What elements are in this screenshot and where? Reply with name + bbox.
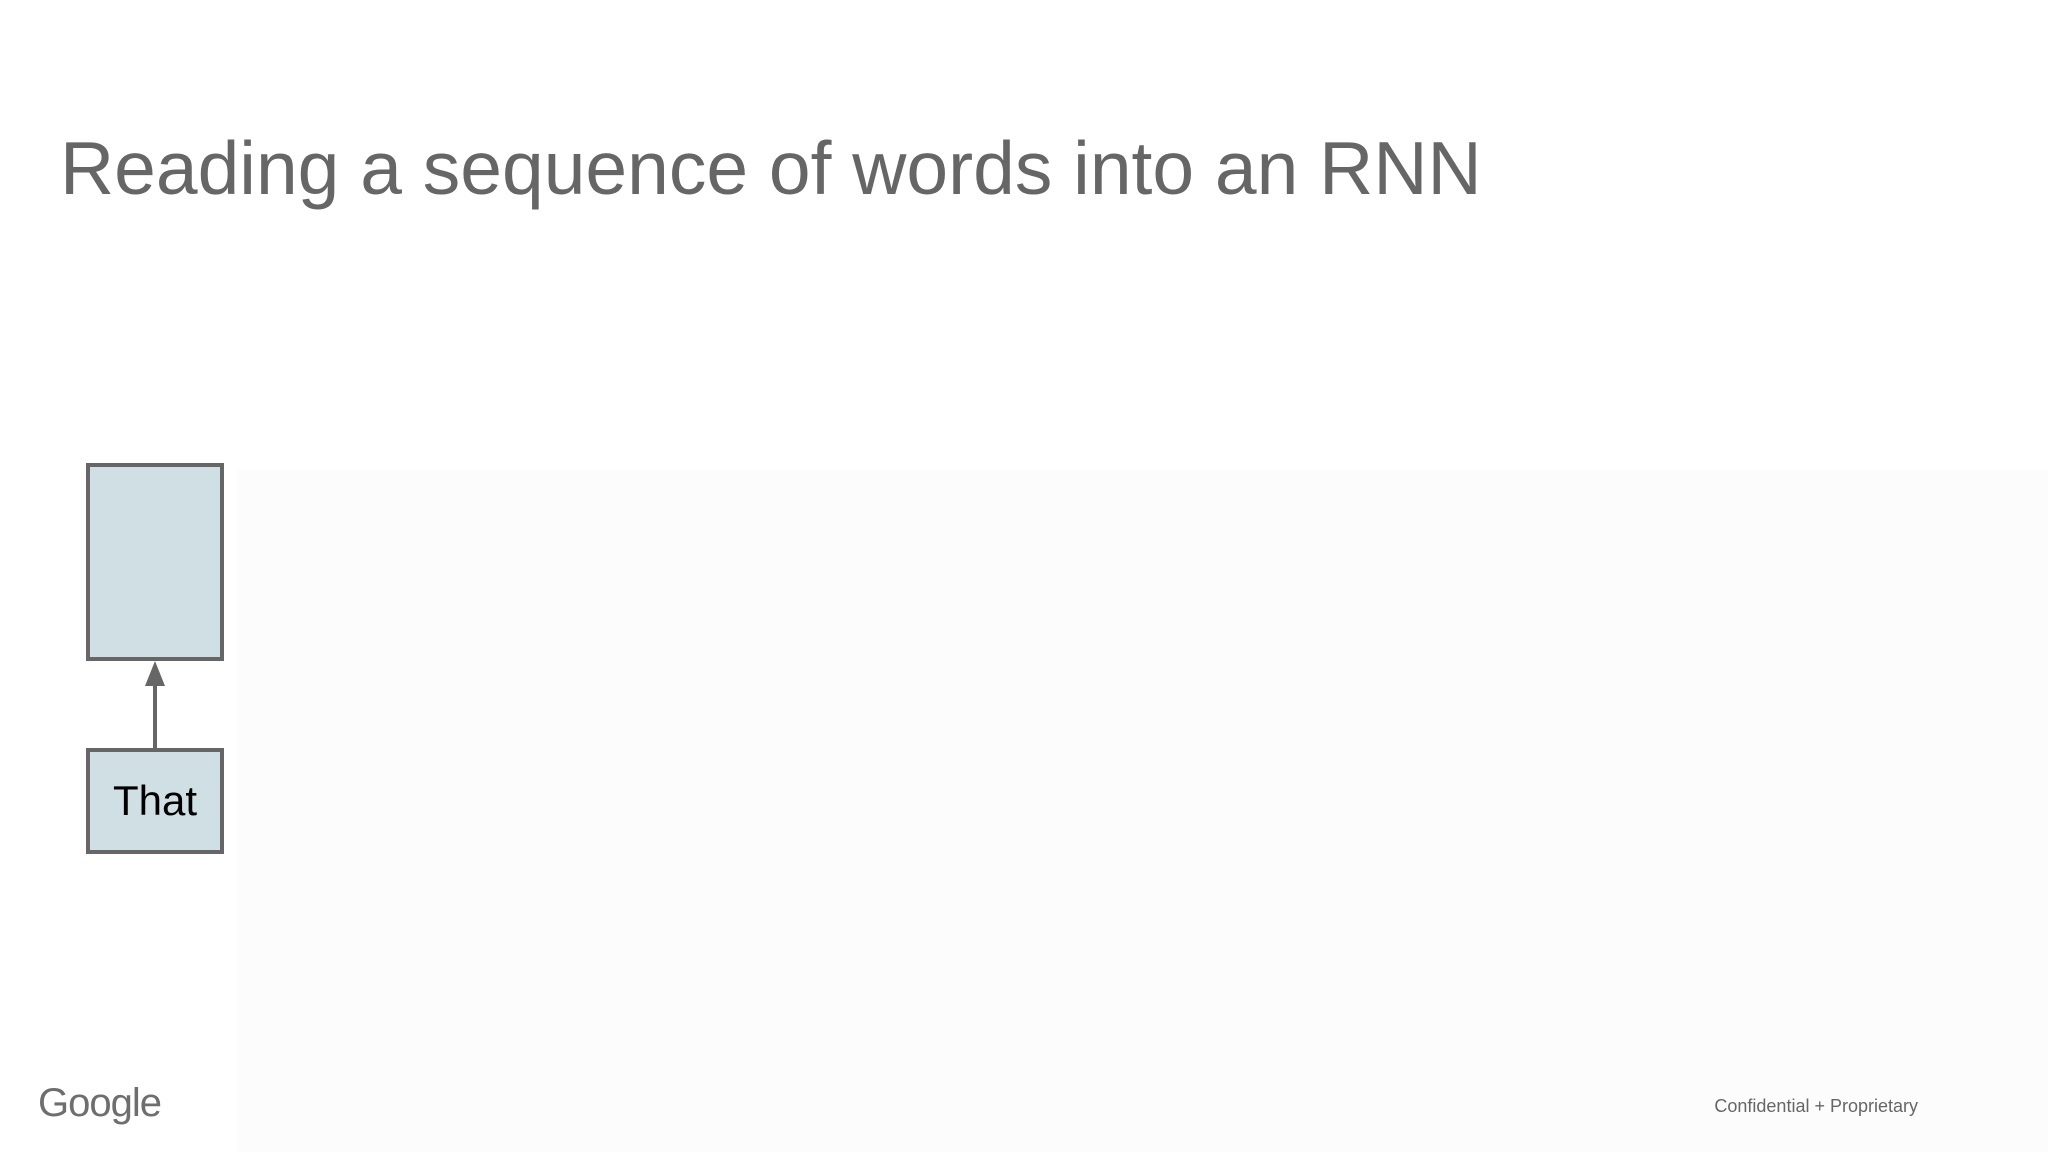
slide-title: Reading a sequence of words into an RNN [60,126,1482,210]
slide-backdrop [238,470,2048,1152]
google-logo: Google [38,1081,162,1125]
confidential-note: Confidential + Proprietary [1714,1096,1918,1116]
arrow-head-icon [145,661,165,686]
input-word-label: That [112,777,198,824]
rnn-hidden-state-box [86,463,224,661]
input-word-box [86,748,224,854]
